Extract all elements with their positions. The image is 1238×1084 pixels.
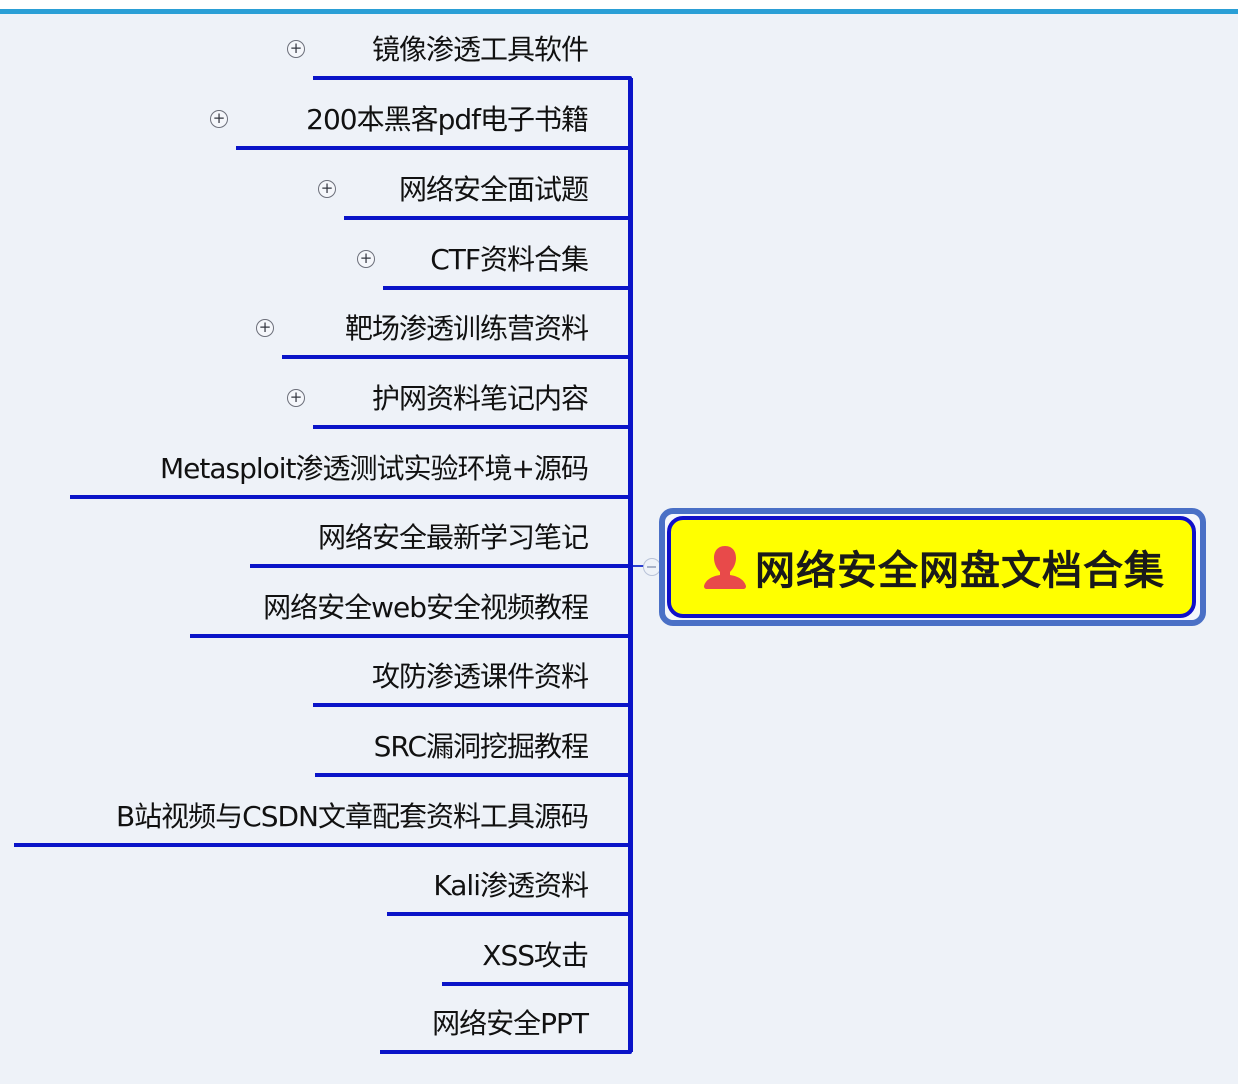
plus-circle-icon[interactable]: + bbox=[357, 250, 375, 268]
branch-node-label[interactable]: 护网资料笔记内容 bbox=[371, 382, 589, 415]
root-title: 网络安全网盘文档合集 bbox=[755, 548, 1165, 594]
branch-node-label[interactable]: XSS攻击 bbox=[482, 939, 589, 972]
plus-circle-icon[interactable]: + bbox=[287, 389, 305, 407]
branch-underline bbox=[387, 912, 632, 916]
branch-underline bbox=[380, 1050, 632, 1054]
plus-circle-icon[interactable]: + bbox=[210, 110, 228, 128]
branch-node-label[interactable]: B站视频与CSDN文章配套资料工具源码 bbox=[115, 800, 589, 833]
branch-underline bbox=[315, 773, 632, 777]
root-node[interactable]: 网络安全网盘文档合集 bbox=[667, 516, 1196, 618]
plus-circle-icon[interactable]: + bbox=[256, 319, 274, 337]
branch-underline bbox=[313, 425, 632, 429]
branch-node-label[interactable]: 靶场渗透训练营资料 bbox=[344, 312, 589, 345]
branch-node-label[interactable]: SRC漏洞挖掘教程 bbox=[373, 730, 589, 763]
branch-underline bbox=[236, 146, 632, 150]
branch-underline bbox=[442, 982, 632, 986]
branch-node-label[interactable]: 网络安全PPT bbox=[432, 1007, 589, 1040]
plus-circle-icon[interactable]: + bbox=[318, 180, 336, 198]
branch-underline bbox=[250, 564, 632, 568]
branch-underline bbox=[344, 216, 632, 220]
top-white-strip bbox=[0, 0, 1238, 9]
branch-node-label[interactable]: 200本黑客pdf电子书籍 bbox=[306, 103, 589, 136]
branch-underline bbox=[313, 76, 632, 80]
branch-underline bbox=[70, 495, 632, 499]
branch-underline bbox=[14, 843, 632, 847]
branch-node-label[interactable]: CTF资料合集 bbox=[430, 243, 589, 276]
branch-node-label[interactable]: Kali渗透资料 bbox=[433, 869, 589, 902]
person-icon bbox=[704, 546, 746, 589]
plus-circle-icon[interactable]: + bbox=[287, 40, 305, 58]
branch-node-label[interactable]: 网络安全面试题 bbox=[398, 173, 589, 206]
branch-node-label[interactable]: 镜像渗透工具软件 bbox=[371, 33, 589, 66]
branch-node-label[interactable]: 网络安全最新学习笔记 bbox=[317, 521, 589, 554]
branch-underline bbox=[313, 703, 632, 707]
branch-underline bbox=[190, 634, 632, 638]
branch-node-label[interactable]: 攻防渗透课件资料 bbox=[371, 660, 589, 693]
top-accent-line bbox=[0, 9, 1238, 14]
branch-underline bbox=[383, 286, 632, 290]
branch-node-label[interactable]: 网络安全web安全视频教程 bbox=[263, 591, 589, 624]
branch-underline bbox=[282, 355, 632, 359]
branch-node-label[interactable]: Metasploit渗透测试实验环境+源码 bbox=[159, 452, 589, 485]
